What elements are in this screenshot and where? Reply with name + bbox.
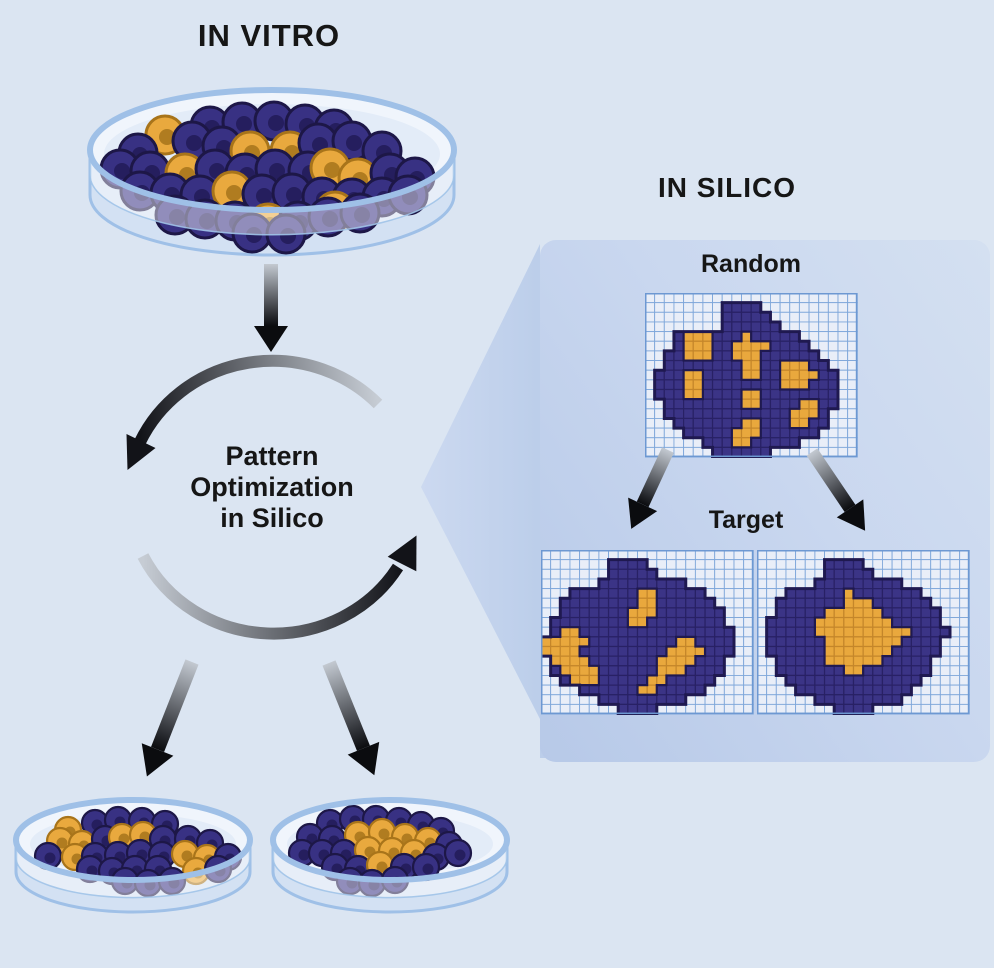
cycle-title-line3: in Silico	[220, 503, 324, 533]
target-pattern-grid-left	[541, 550, 754, 715]
random-label: Random	[701, 250, 801, 278]
cycle-title-line1: Pattern	[225, 441, 319, 471]
in-silico-heading: IN SILICO	[657, 172, 797, 203]
cycle-title: Pattern Optimization in Silico	[133, 441, 411, 534]
target-label: Target	[708, 506, 784, 534]
funnel-shape	[421, 244, 560, 758]
random-pattern-grid	[645, 293, 858, 458]
cycle-title-line2: Optimization	[190, 472, 354, 502]
in-vitro-heading: IN VITRO	[197, 18, 341, 53]
target-pattern-grid-right	[757, 550, 970, 715]
